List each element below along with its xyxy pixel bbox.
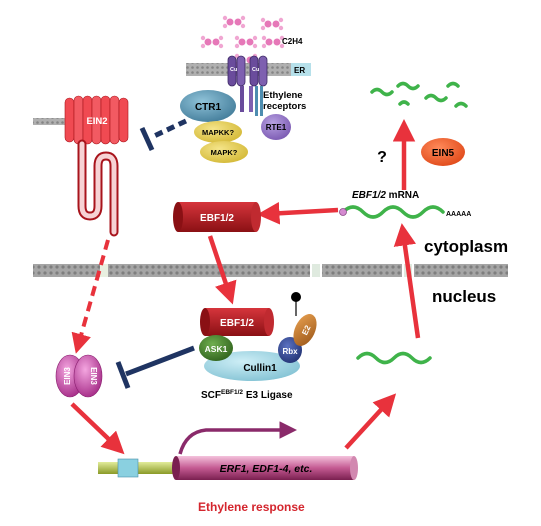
ein3-dimer: EIN3 EIN3 [55,354,103,398]
ein3-label-right: EIN3 [89,367,98,385]
mapkk-protein: MAPKK? [194,121,242,143]
cullin1 [204,351,300,381]
mapk-label: MAPK? [211,148,238,157]
promoter-element [117,458,139,478]
ethylene-molecule-icon [234,35,258,49]
ebf-cytoplasm-label: EBF1/2 [200,213,234,224]
rte1-label: RTE1 [266,123,287,132]
target-genes-label: ERF1, EDF1-4, etc. [220,463,313,475]
cu-label-right: Cu [252,67,259,73]
ein2-label: EIN2 [86,116,107,127]
er-membrane: ER [186,63,311,76]
ctr1-inhibits-ein2 [139,118,188,152]
scf-inhibits-ein3 [115,345,195,389]
scf-ligase-label: SCFEBF1/2 E3 Ligase [201,389,293,401]
ebf-mrna-label: EBF1/2 mRNA [352,190,419,201]
ubiquitin-icon [291,292,301,302]
ein2-protein: EIN2 [33,95,129,237]
ethylene-receptor-dimer: Cu Cu Ethylene receptors [227,55,306,116]
poly-a-label: AAAAA [446,211,471,218]
ein3-label-left: EIN3 [63,367,72,385]
nucleus-mrna [356,351,432,365]
unknown-factor-mark: ? [377,149,387,166]
ein3-to-gene-arrow [70,402,125,455]
ein5-label: EIN5 [432,148,455,159]
cu-label-left: Cu [230,67,237,73]
mapk-protein: MAPK? [200,141,248,163]
ctr1-label: CTR1 [195,102,222,113]
cytoplasm-mrna: AAAAA [339,205,471,219]
ctr1-protein: CTR1 [180,90,236,122]
e2-label: E2 [300,323,313,336]
rbx-label: Rbx [282,347,298,356]
rte1-protein: RTE1 [261,114,291,140]
er-label: ER [294,66,305,75]
mrna-fragments [370,81,468,108]
cytoplasm-label: cytoplasm [424,237,508,256]
ask1-label: ASK1 [205,344,228,354]
transcription-output-arrow [344,393,397,450]
scf-complex: Cullin1 EBF1/2 ASK1 Rbx E2 [199,292,317,381]
ethylene-response-label: Ethylene response [198,500,305,514]
ebf-cytoplasm-protein: EBF1/2 [173,202,261,232]
ethylene-molecule-icon [222,15,246,29]
target-genes: ERF1, EDF1-4, etc. [98,421,358,480]
nuclear-membrane [33,264,508,277]
nucleus-label: nucleus [432,287,496,306]
ein2-to-ein3-arrow [71,239,110,354]
mrna-export-arrow [393,223,421,339]
ebf-import-arrow [207,235,237,305]
cullin-label: Cullin1 [243,363,277,374]
ethylene-receptors-label-2: receptors [263,101,306,112]
ethylene-molecule-icon [260,17,284,31]
c2h4-label: C2H4 [282,37,303,46]
ethylene-molecule-icon [200,35,224,49]
ebf-scf-label: EBF1/2 [220,318,254,329]
ein5-protein: EIN5 [421,138,465,166]
ethylene-receptors-label-1: Ethylene [263,90,303,101]
translation-arrow [257,202,339,225]
mrna-cap-icon [339,208,347,216]
ethylene-molecule-icon [261,35,285,49]
transcription-arrow [178,421,297,455]
mapkk-label: MAPKK? [202,128,234,137]
